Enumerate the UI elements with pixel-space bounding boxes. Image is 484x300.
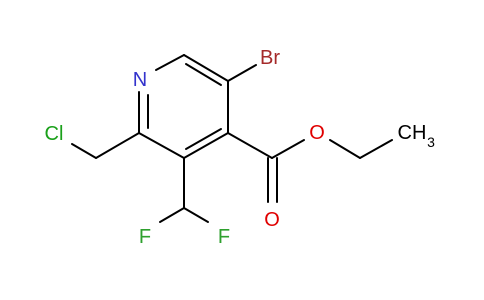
fluorine-left-atom-label: F — [139, 226, 151, 248]
bond-c2-ch2 — [95, 132, 140, 159]
carbonyl-oxygen-atom-label: O — [264, 209, 280, 231]
bond-chf2-f-left — [159, 207, 185, 223]
bond-c6-c5 — [183, 54, 229, 82]
bond-n-c6 — [155, 54, 185, 71]
bond-cester-o-ester — [271, 139, 305, 159]
bond-ch2-ch3 — [359, 139, 393, 159]
atom-labels: N Br Cl O O F F CH 3 — [45, 47, 436, 248]
bond-c3-c2 — [138, 132, 185, 159]
bromine-atom-label: Br — [260, 47, 280, 69]
methyl-group-label: CH 3 — [398, 122, 436, 150]
bonds — [71, 54, 393, 223]
bond-o-ester-ch2 — [329, 139, 361, 159]
nitrogen-atom-label: N — [133, 69, 147, 91]
methyl-ch-label: CH — [398, 122, 427, 144]
ester-oxygen-atom-label: O — [309, 122, 325, 144]
bond-c6-c5-inner — [185, 63, 222, 86]
methyl-subscript-label: 3 — [427, 134, 435, 150]
bond-c4-cester — [227, 132, 273, 159]
bond-chf2-f-right — [183, 207, 209, 223]
bond-c4-c3 — [183, 132, 229, 159]
chlorine-atom-label: Cl — [45, 123, 64, 145]
bond-ch2-cl — [71, 143, 97, 159]
bond-c4-c3-inner — [185, 128, 222, 150]
fluorine-right-atom-label: F — [218, 226, 230, 248]
bond-c5-br — [227, 64, 257, 82]
